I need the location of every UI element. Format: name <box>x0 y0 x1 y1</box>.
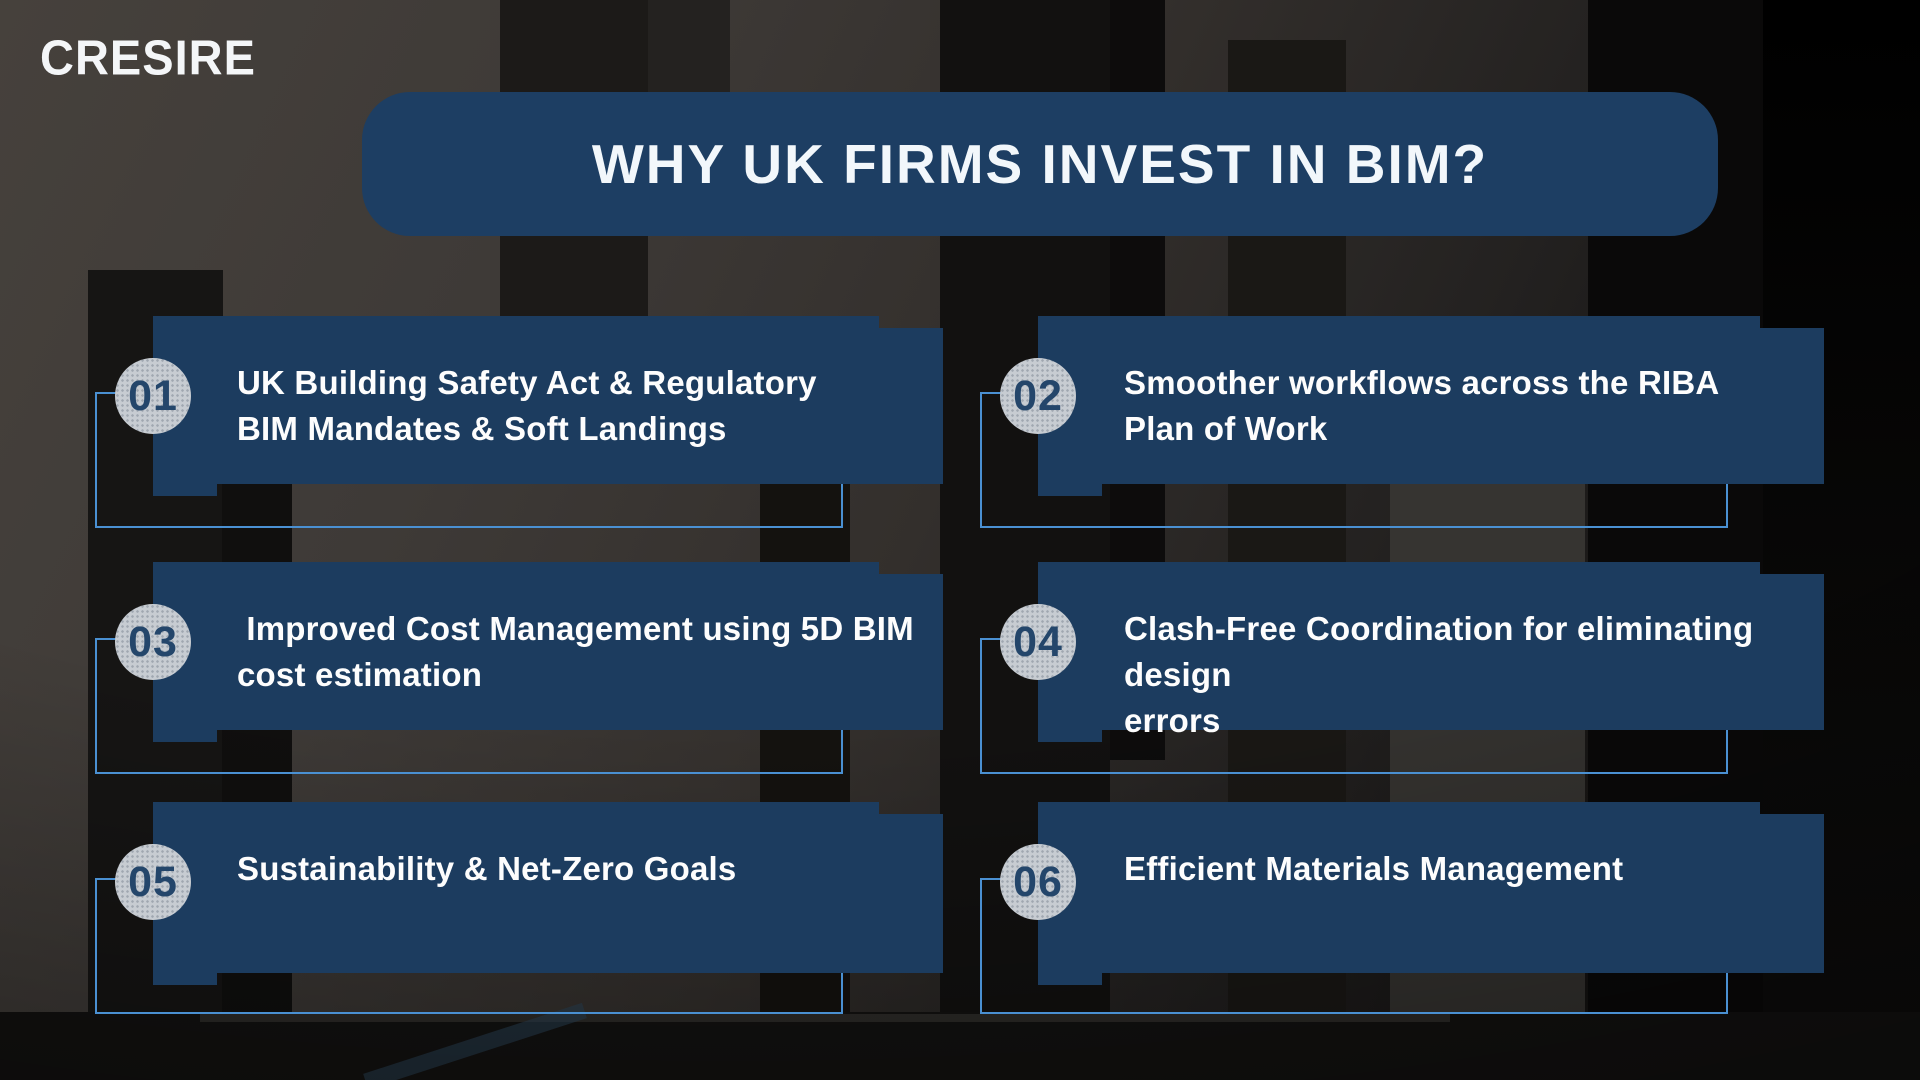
card-04-number-badge: 04 <box>1000 604 1076 680</box>
card-06-number-badge: 06 <box>1000 844 1076 920</box>
card-03-panel <box>153 562 943 742</box>
card-03-text: Improved Cost Management using 5D BIM co… <box>237 610 914 693</box>
card-05-panel <box>153 802 943 985</box>
brand-logo: CRESIRE <box>40 29 256 86</box>
background-bottom-band <box>0 1012 1920 1080</box>
card-01-number-badge: 01 <box>115 358 191 434</box>
card-05-text: Sustainability & Net-Zero Goals <box>237 850 737 887</box>
card-01-panel <box>153 316 943 496</box>
card-04-panel <box>1038 562 1824 742</box>
card-05-number-badge: 05 <box>115 844 191 920</box>
page-title: WHY UK FIRMS INVEST IN BIM? <box>591 133 1489 195</box>
card-01-number: 01 <box>128 371 178 420</box>
card-02-number: 02 <box>1013 371 1063 420</box>
card-04-text: Clash-Free Coordination for eliminating … <box>1124 610 1754 739</box>
card-06-text: Efficient Materials Management <box>1124 850 1624 887</box>
card-02-number-badge: 02 <box>1000 358 1076 434</box>
card-01-text: UK Building Safety Act & Regulatory BIM … <box>237 364 817 447</box>
background-building <box>760 440 850 1080</box>
card-02-text: Smoother workflows across the RIBA Plan … <box>1124 364 1720 447</box>
card-03-number-badge: 03 <box>115 604 191 680</box>
card-04-number: 04 <box>1013 617 1063 666</box>
card-06-number: 06 <box>1013 857 1063 906</box>
background-structure <box>200 1014 1450 1022</box>
card-03-number: 03 <box>128 617 178 666</box>
card-05-number: 05 <box>128 857 178 906</box>
card-06-panel <box>1038 802 1824 985</box>
title-banner: WHY UK FIRMS INVEST IN BIM? <box>362 92 1718 236</box>
card-02-panel <box>1038 316 1824 496</box>
